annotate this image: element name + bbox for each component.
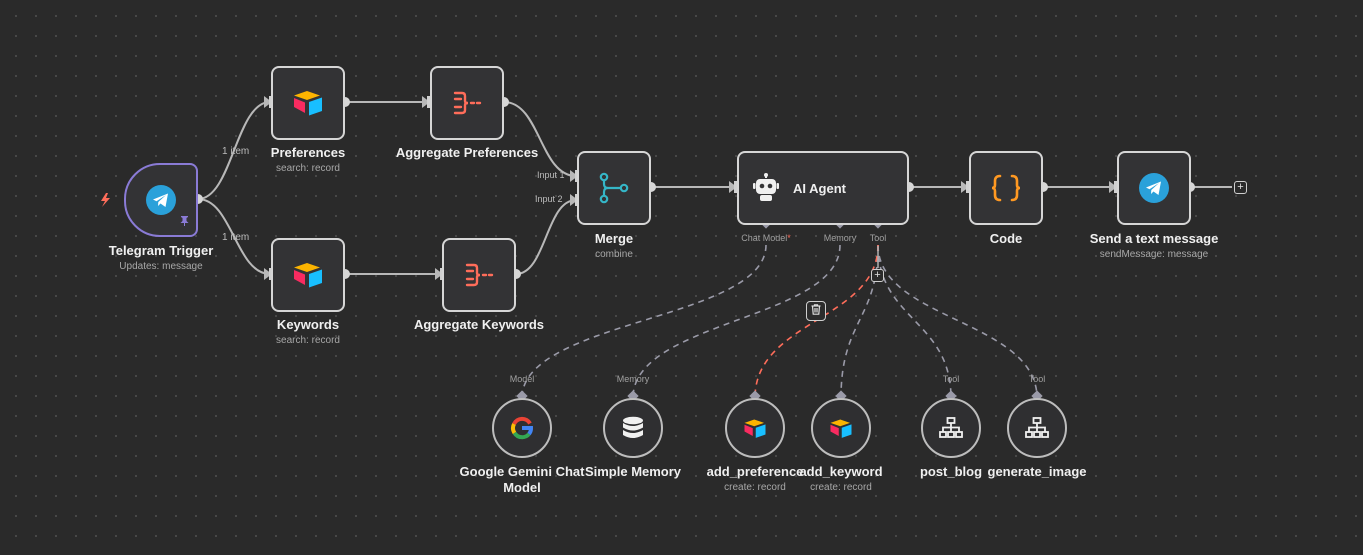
add-next-node-button[interactable]: +	[1234, 181, 1247, 194]
telegram-icon	[1138, 172, 1170, 204]
add-preference-subtitle: create: record	[724, 482, 786, 493]
airtable-icon	[292, 89, 324, 117]
pin-icon[interactable]	[180, 213, 189, 231]
send-message-node[interactable]	[1117, 151, 1191, 225]
gemini-title: Google Gemini Chat Model	[459, 464, 585, 496]
edge-memory-agent	[632, 244, 841, 399]
ai-agent-port-tool: Tool	[869, 233, 887, 243]
database-icon	[622, 416, 644, 440]
robot-icon	[751, 173, 781, 203]
preferences-title: Preferences	[270, 145, 346, 160]
edge-label-preferences: 1 item	[222, 146, 250, 157]
airtable-icon	[292, 261, 324, 289]
merge-subtitle: combine	[595, 249, 633, 260]
delete-connection-button[interactable]	[806, 301, 826, 321]
send-message-title: Send a text message	[1089, 231, 1219, 246]
merge-icon	[597, 171, 631, 205]
edge-aggregate-merge-1	[503, 101, 577, 177]
edge-aggregate-merge-2	[515, 199, 577, 275]
add-keyword-node[interactable]	[811, 398, 871, 458]
generate-image-title: generate_image	[987, 464, 1087, 479]
add-preference-node[interactable]	[725, 398, 785, 458]
preferences-subtitle: search: record	[276, 163, 340, 174]
code-title: Code	[989, 231, 1023, 246]
generate-image-port-label: Tool	[1028, 374, 1046, 384]
telegram-trigger-subtitle: Updates: message	[119, 261, 203, 272]
ai-agent-port-chat-model: Chat Model*	[741, 233, 791, 243]
aggregate-keywords-node[interactable]	[442, 238, 516, 312]
edge-addkeyword-tool	[840, 244, 879, 399]
merge-node[interactable]	[577, 151, 651, 225]
edge-postblog-tool	[877, 244, 952, 399]
post-blog-title: post_blog	[919, 464, 983, 479]
ai-agent-title: AI Agent	[793, 180, 846, 196]
required-marker: *	[787, 233, 791, 243]
aggregate-icon	[463, 261, 495, 289]
sitemap-icon	[939, 417, 963, 439]
chat-model-port-label: Chat Model	[741, 233, 788, 243]
edge-label-keywords: 1 item	[222, 232, 250, 243]
keywords-node[interactable]	[271, 238, 345, 312]
add-tool-button[interactable]: +	[871, 269, 884, 282]
telegram-icon	[145, 184, 177, 216]
google-icon	[510, 416, 534, 440]
code-braces-icon	[990, 173, 1022, 203]
ai-agent-node[interactable]: AI Agent	[737, 151, 909, 225]
airtable-icon	[829, 418, 853, 439]
sitemap-icon	[1025, 417, 1049, 439]
telegram-trigger-node[interactable]	[124, 163, 198, 237]
post-blog-node[interactable]	[921, 398, 981, 458]
add-keyword-subtitle: create: record	[810, 482, 872, 493]
aggregate-icon	[451, 89, 483, 117]
edge-trigger-keywords	[197, 198, 271, 275]
memory-port-label: Memory	[616, 374, 650, 384]
merge-input2-label: Input 2	[535, 194, 563, 204]
send-message-subtitle: sendMessage: message	[1099, 249, 1209, 260]
simple-memory-node[interactable]	[603, 398, 663, 458]
post-blog-port-label: Tool	[942, 374, 960, 384]
aggregate-preferences-title: Aggregate Preferences	[395, 145, 539, 160]
trigger-bolt-icon	[101, 193, 110, 207]
merge-title: Merge	[594, 231, 634, 246]
edge-genimage-tool	[877, 244, 1038, 399]
simple-memory-title: Simple Memory	[584, 464, 682, 479]
gemini-chat-model-node[interactable]	[492, 398, 552, 458]
edge-trigger-preferences	[197, 101, 271, 200]
keywords-title: Keywords	[276, 317, 340, 332]
add-keyword-title: add_keyword	[799, 464, 883, 479]
keywords-subtitle: search: record	[276, 335, 340, 346]
aggregate-preferences-node[interactable]	[430, 66, 504, 140]
add-preference-title: add_preference	[706, 464, 804, 479]
aggregate-keywords-title: Aggregate Keywords	[413, 317, 545, 332]
merge-input1-label: Input 1	[537, 170, 565, 180]
generate-image-node[interactable]	[1007, 398, 1067, 458]
airtable-icon	[743, 418, 767, 439]
gemini-title-text: Google Gemini Chat Model	[459, 464, 585, 495]
ai-agent-port-memory: Memory	[823, 233, 857, 243]
code-node[interactable]	[969, 151, 1043, 225]
preferences-node[interactable]	[271, 66, 345, 140]
trash-icon	[811, 302, 821, 320]
telegram-trigger-title: Telegram Trigger	[108, 243, 214, 258]
gemini-port-label: Model	[509, 374, 535, 384]
